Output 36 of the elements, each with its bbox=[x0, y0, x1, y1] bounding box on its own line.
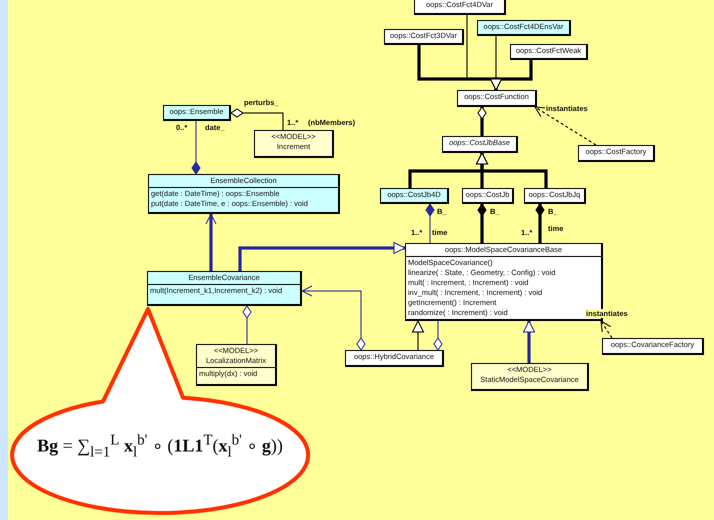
class-box bbox=[462, 188, 514, 204]
aggregation-line bbox=[230, 108, 284, 130]
class-box bbox=[442, 136, 518, 153]
class-box bbox=[384, 29, 464, 45]
class-box bbox=[477, 20, 571, 36]
composition-line bbox=[536, 204, 544, 243]
class-box bbox=[380, 188, 449, 204]
class-box bbox=[471, 363, 589, 391]
class-box bbox=[602, 338, 704, 355]
class-box bbox=[578, 145, 655, 162]
inheritance-arrow bbox=[523, 320, 535, 363]
class-box bbox=[345, 350, 444, 367]
class-box bbox=[147, 271, 302, 306]
association-arrow bbox=[302, 286, 366, 350]
dependency-arrow bbox=[600, 320, 612, 338]
class-box bbox=[524, 188, 586, 204]
class-box bbox=[510, 44, 588, 60]
composition-line bbox=[478, 204, 486, 243]
inheritance-arrow bbox=[476, 152, 548, 188]
class-box bbox=[196, 344, 277, 386]
composition-line bbox=[192, 120, 200, 174]
class-box bbox=[457, 90, 537, 107]
inheritance-arrow bbox=[412, 320, 424, 350]
class-box bbox=[148, 174, 340, 214]
aggregation-line bbox=[434, 320, 442, 350]
inheritance-arrow bbox=[238, 242, 406, 271]
association-arrow bbox=[206, 214, 216, 271]
composition-line bbox=[426, 204, 434, 244]
class-box bbox=[414, 0, 506, 15]
inheritance-arrow bbox=[490, 60, 533, 90]
dependency-arrow bbox=[534, 106, 596, 146]
class-box bbox=[163, 105, 231, 121]
aggregation-line bbox=[242, 306, 252, 344]
class-box bbox=[254, 130, 334, 158]
aggregation-line bbox=[478, 106, 486, 136]
formula-text: Bg = ∑$_{l=1}$$^{L}$ x$_{l}$$^{b'}$ ∘ (1L1$^{T}$(x$_{l}$$^{b'}$ ∘ g)) bbox=[37, 432, 283, 462]
